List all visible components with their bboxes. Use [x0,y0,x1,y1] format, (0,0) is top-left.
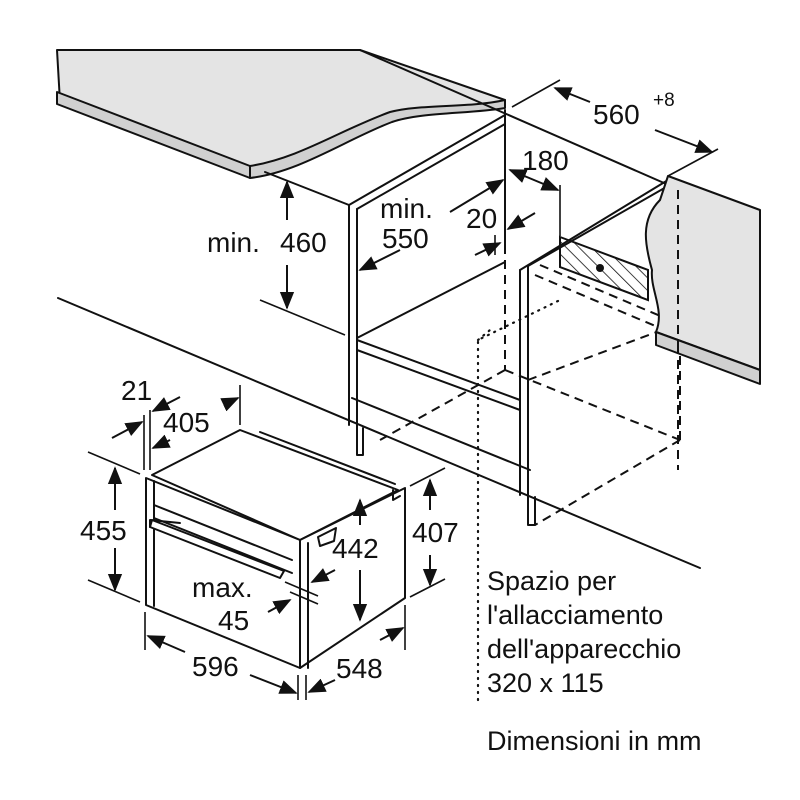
label-handle-max-value: 45 [218,605,249,636]
label-side-height: 407 [412,517,459,548]
note-line-2: l'allacciamento [487,600,663,630]
dimension-arrows [87,79,719,700]
label-depth-min-prefix: min. [380,193,433,224]
label-appliance-height: 455 [80,515,127,546]
hidden-niche-outline [379,245,681,526]
label-front-panel-depth: 21 [121,375,152,406]
note-line-4: 320 x 115 [487,668,604,698]
label-rear-gap: 20 [466,203,497,234]
connection-space-note: Spazio per l'allacciamento dell'apparecc… [487,566,681,698]
dimension-labels: 560 +8 180 min. 550 20 min. 460 21 405 4… [80,90,675,684]
label-appliance-width: 596 [192,651,239,682]
note-line-1: Spazio per [487,566,616,596]
label-handle-max-prefix: max. [192,572,253,603]
oven-appliance [145,429,406,669]
vent-dot-icon [596,264,604,272]
label-vent-depth: 180 [522,145,569,176]
units-note: Dimensioni in mm [487,726,702,756]
label-niche-width: 560 [593,99,640,130]
label-niche-width-tolerance: +8 [653,90,675,111]
countertop-left [56,49,506,179]
floor-lines [57,297,701,569]
label-height-above-prefix: min. [207,227,260,258]
connection-space-outline [476,298,562,702]
label-body-height: 442 [332,533,379,564]
ventilation-opening [559,235,649,302]
label-top-depth: 405 [163,407,210,438]
label-height-above-value: 460 [280,227,327,258]
countertop-right [644,175,761,470]
label-appliance-depth: 548 [336,653,383,684]
label-depth-min-value: 550 [382,223,429,254]
note-line-3: dell'apparecchio [487,634,681,664]
